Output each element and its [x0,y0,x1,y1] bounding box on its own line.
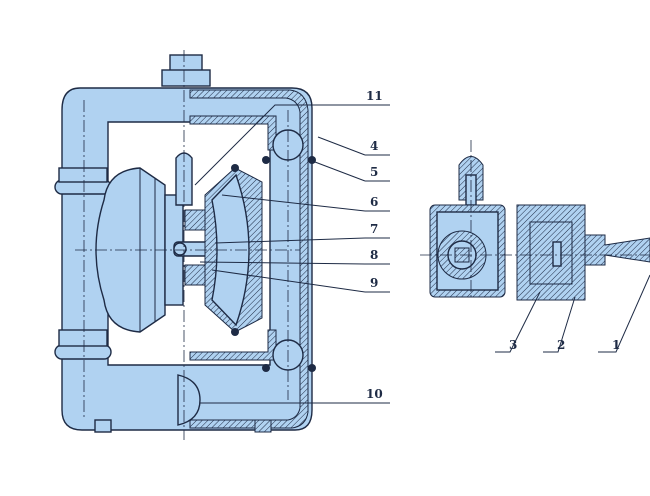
label-9: 9 [370,276,378,290]
label-8: 8 [370,248,378,262]
label-5: 5 [370,165,378,179]
label-3: 3 [509,338,517,352]
pump-body [54,50,316,440]
label-6: 6 [370,195,378,209]
main-leaders [194,104,390,404]
label-7: 7 [370,222,378,236]
label-4: 4 [370,139,378,153]
valve-leaders [495,274,650,353]
label-10: 10 [366,387,383,401]
label-2: 2 [557,338,565,352]
label-11: 11 [366,89,383,103]
air-valve-detail [420,140,650,301]
label-1: 1 [612,338,620,352]
